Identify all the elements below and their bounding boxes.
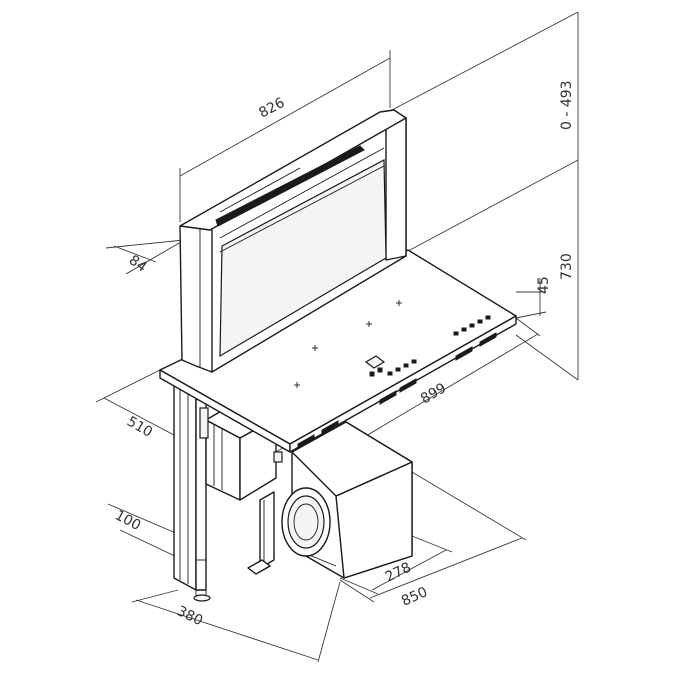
cooking-zone-marks: [294, 300, 402, 388]
dim-899: 899: [418, 380, 449, 407]
dim-0-493: 0 - 493: [559, 80, 575, 130]
motor-box: [281, 421, 413, 579]
connector-block: [273, 451, 283, 463]
dim-380: 380: [174, 603, 205, 629]
dim-100: 100: [112, 507, 143, 534]
front-vents: [297, 332, 497, 449]
downdraft-tower: [179, 109, 407, 373]
dim-730: 730: [559, 253, 575, 280]
dim-850: 850: [399, 584, 430, 609]
dim-45: 45: [536, 276, 552, 294]
hob-plate: [159, 249, 517, 453]
control-panel: [364, 315, 491, 377]
dim-510: 510: [124, 414, 155, 441]
dim-826: 826: [256, 95, 287, 122]
